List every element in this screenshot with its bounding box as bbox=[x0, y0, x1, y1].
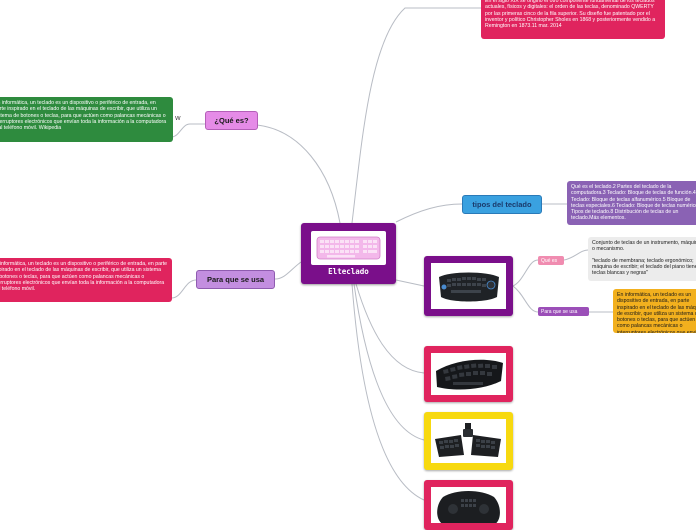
center-title: Elteclado bbox=[328, 267, 369, 276]
img1-para-que-tag[interactable]: Para que se usa bbox=[538, 307, 589, 316]
gamepad-keyboard-icon bbox=[431, 487, 506, 523]
img1-que-es-line2: "teclado de membrana; teclado ergonómico… bbox=[592, 257, 696, 277]
flexible-keyboard-icon bbox=[431, 353, 506, 395]
connector-img1-que-es bbox=[512, 259, 539, 287]
keyboard-image-1[interactable] bbox=[424, 256, 513, 316]
connector-que-es bbox=[256, 124, 341, 224]
tipos-pill[interactable]: tipos del teclado bbox=[462, 195, 542, 214]
connector-que-es-note bbox=[171, 123, 205, 138]
wikipedia-marker: W bbox=[175, 116, 181, 122]
img1-que-es-line1: Conjunto de teclas de un instrumento, má… bbox=[592, 240, 696, 253]
black-wireless-keyboard-icon bbox=[431, 263, 506, 309]
keyboard-image-3[interactable] bbox=[424, 412, 513, 470]
connector-img4 bbox=[351, 283, 425, 501]
connector-img1-para-que bbox=[512, 285, 539, 313]
que-es-note: En informática, un teclado es un disposi… bbox=[0, 97, 173, 142]
connector-img1-que-es-note bbox=[563, 249, 589, 261]
connector-para-que-note bbox=[171, 279, 197, 299]
pink-keyboard-icon bbox=[311, 231, 386, 265]
img1-para-que-note: En informática, un teclado es un disposi… bbox=[613, 289, 696, 333]
ergonomic-split-keyboard-icon bbox=[431, 419, 506, 463]
connector-img3 bbox=[353, 283, 425, 441]
tipos-note: Qué es el teclado.2 Partes del teclado d… bbox=[567, 181, 696, 225]
keyboard-image-4[interactable] bbox=[424, 480, 513, 530]
para-que-pill[interactable]: Para que se usa bbox=[196, 270, 275, 289]
connector-img2 bbox=[355, 283, 425, 374]
para-que-note: En informática, un teclado es un disposi… bbox=[0, 258, 172, 302]
connector-historia bbox=[351, 7, 482, 224]
center-topic[interactable]: Elteclado bbox=[301, 223, 396, 284]
historia-note: En el siglo XIX se originó el otro compo… bbox=[481, 0, 665, 39]
connector-para-que bbox=[274, 261, 302, 280]
keyboard-image-2[interactable] bbox=[424, 346, 513, 402]
que-es-pill[interactable]: ¿Qué es? bbox=[205, 111, 258, 130]
img1-que-es-note: Conjunto de teclas de un instrumento, má… bbox=[588, 237, 696, 281]
img1-que-es-tag[interactable]: Qué es bbox=[538, 256, 564, 265]
connector-tipos bbox=[395, 203, 463, 223]
connector-img1 bbox=[395, 279, 425, 287]
